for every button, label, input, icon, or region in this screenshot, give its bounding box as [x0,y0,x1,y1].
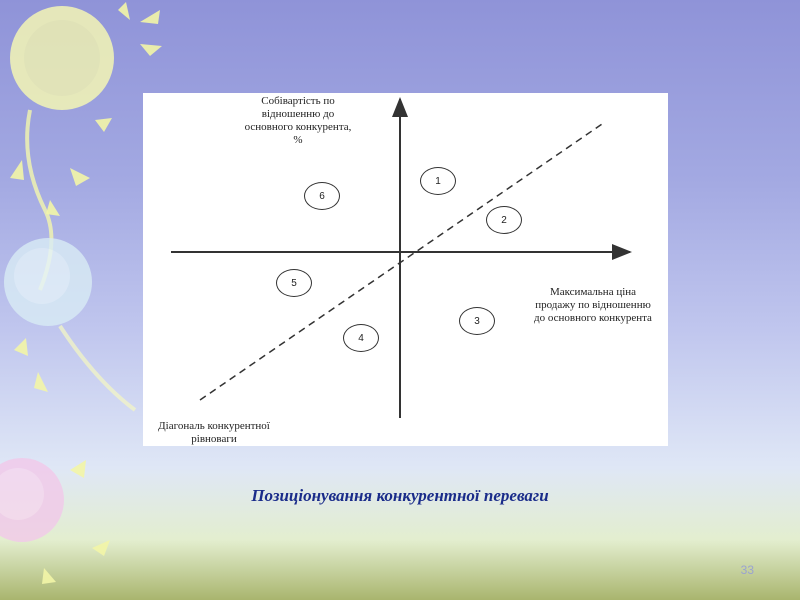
position-circle-4: 4 [343,324,379,352]
competitive-equilibrium-diagonal [199,121,606,401]
position-circle-5: 5 [276,269,312,297]
balloon-decoration-top [10,6,114,291]
slide-number: 33 [740,563,754,577]
sun-rays-decoration [10,2,162,584]
positioning-diagram: Собівартість по відношенню до основного … [143,93,668,446]
balloon-decoration-middle [4,238,137,412]
position-circle-2: 2 [486,206,522,234]
balloon-decoration-bottom [0,458,64,542]
position-circle-1: 1 [420,167,456,195]
diagram-canvas [171,97,632,418]
y-axis-label: Собівартість по відношенню до основного … [244,95,352,146]
position-circle-3: 3 [459,307,495,335]
diagonal-label: Діагональ конкурентної рівноваги [158,420,270,445]
slide-caption: Позиціонування конкурентної переваги [251,486,549,505]
x-axis-label: Максимальна ціна продажу по відношенню д… [534,286,652,324]
position-circle-6: 6 [304,182,340,210]
